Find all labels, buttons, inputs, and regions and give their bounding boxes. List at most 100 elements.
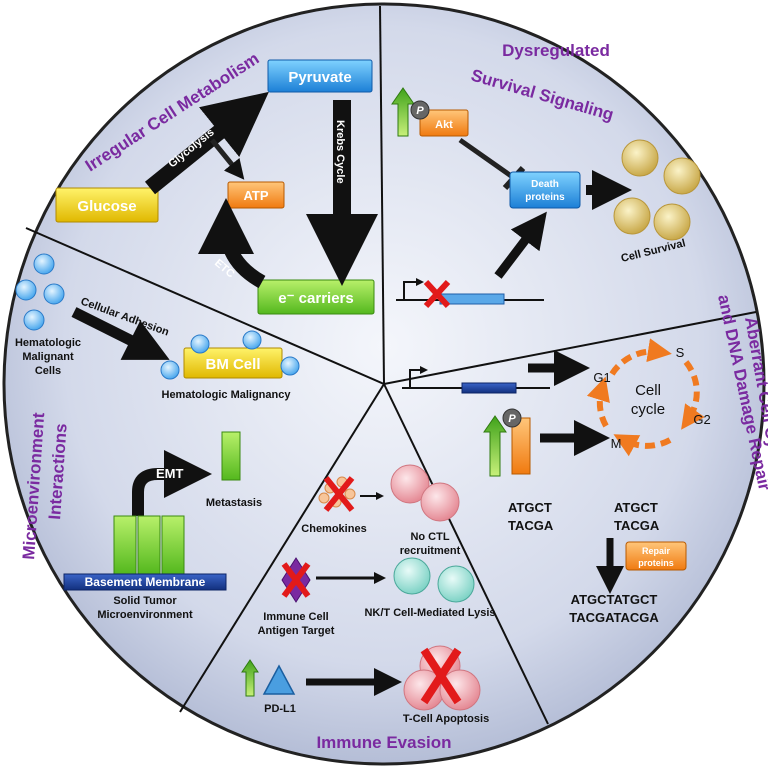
dna3-top: ATGCTATGCT — [571, 592, 658, 607]
emt-arrow — [132, 450, 212, 516]
bm-attached-cell — [280, 356, 300, 376]
gene-to-death-arrow — [494, 211, 547, 279]
survival-cell — [653, 203, 691, 241]
krebs-label: Krebs Cycle — [334, 120, 346, 184]
phase-m: M — [611, 436, 622, 451]
section-dividers — [25, 5, 757, 725]
gene-promoter-icon — [403, 278, 424, 300]
malignant-cell — [23, 309, 45, 331]
survival-cell — [621, 139, 659, 177]
akt-p-label: P — [416, 105, 424, 117]
nk-lysis-label: NK/T Cell-Mediated Lysis — [364, 607, 495, 619]
dna3-bottom: TACGATACGA — [569, 610, 659, 625]
death-proteins-line1: Death — [531, 179, 559, 190]
tumor-cell-box — [137, 515, 161, 575]
death-proteins-box — [509, 171, 581, 209]
dna2-bottom: TACGA — [614, 518, 660, 533]
akt-label: Akt — [435, 119, 453, 131]
antigen-x-icon — [281, 562, 311, 598]
tcell — [439, 669, 481, 711]
no-ctl-line2: recruitment — [400, 545, 461, 557]
nk-cell — [437, 565, 475, 603]
solid-tumor-line1: Solid Tumor — [113, 595, 177, 607]
malignant-cells-line2: Malignant — [22, 351, 74, 363]
malignant-cell — [15, 279, 37, 301]
pyruvate-box — [267, 59, 373, 93]
cycle-arc-s-g2 — [681, 360, 705, 430]
pdl1-label: PD-L1 — [264, 703, 296, 715]
section-cycling: Aberrant Cell Cycling and DNA Damage Rep… — [402, 293, 768, 625]
akt-inhibition-line — [458, 137, 516, 181]
malignant-cells-line3: Cells — [35, 365, 61, 377]
pdl1-upregulation-arrow-icon — [241, 659, 259, 697]
nk-cell — [393, 557, 431, 595]
death-proteins-line2: proteins — [525, 192, 565, 203]
glycolysis-arrow — [144, 91, 269, 195]
malignant-cell — [33, 253, 55, 275]
e-carriers-label: e⁻ carriers — [278, 290, 353, 307]
section-immune: Immune Evasion Chemokines No CTL recruit… — [241, 464, 496, 752]
bm-attached-cell — [190, 334, 210, 354]
dna1-top: ATGCT — [508, 500, 552, 515]
bm-attached-cell — [160, 360, 180, 380]
chemokine-x-icon — [323, 476, 355, 512]
tumor-cell-box — [161, 515, 185, 575]
tcell-x-icon — [420, 647, 462, 705]
cycle-promoter-icon — [409, 366, 428, 388]
emt-label: EMT — [156, 466, 184, 481]
cycle-p-label: P — [508, 413, 516, 425]
pyruvate-label: Pyruvate — [288, 69, 351, 86]
gene-block-x-icon — [423, 279, 451, 309]
akt-box — [419, 109, 469, 137]
adhesion-arrow — [71, 307, 170, 360]
metastasis-label: Metastasis — [206, 497, 262, 509]
chemokines-label: Chemokines — [301, 523, 366, 535]
dna2-top: ATGCT — [614, 500, 658, 515]
heme-malignancy-label: Hematologic Malignancy — [162, 389, 292, 401]
repair-proteins-line2: proteins — [638, 558, 674, 568]
bm-cell-label: BM Cell — [205, 356, 260, 373]
malignant-cell — [43, 283, 65, 305]
cell-cycle-label-line2: cycle — [631, 401, 665, 418]
ctl-cell — [420, 482, 460, 522]
pdl1-triangle-icon — [262, 664, 296, 695]
basement-membrane-bar — [63, 573, 227, 591]
no-ctl-line1: No CTL — [410, 531, 449, 543]
phase-g1: G1 — [593, 370, 610, 385]
etc-arrow — [198, 198, 266, 289]
antigen-line1: Immune Cell — [263, 611, 328, 623]
survival-cell — [663, 157, 701, 195]
immune-title: Immune Evasion — [316, 733, 451, 752]
tumor-cell-box — [113, 515, 137, 575]
phospho-badge-icon — [410, 100, 430, 120]
cycle-upregulation-arrow-icon — [483, 415, 507, 477]
survival-cell — [613, 197, 651, 235]
metastasis-cell-box — [221, 431, 241, 481]
upregulation-arrow-icon — [391, 87, 415, 137]
bm-attached-cell — [242, 330, 262, 350]
ctl-cell — [390, 464, 430, 504]
cycle-arc-g2-m — [613, 434, 672, 457]
repair-proteins-line1: Repair — [642, 546, 671, 556]
cycle-phospho-badge-icon — [502, 408, 522, 428]
chemokine-cluster-icon — [318, 476, 356, 508]
solid-tumor-line2: Microenvironment — [97, 609, 193, 621]
atp-label: ATP — [243, 188, 268, 203]
cycle-gene-block — [461, 382, 517, 394]
dna1-bottom: TACGA — [508, 518, 554, 533]
survival-title-line1: Dysregulated — [502, 41, 610, 60]
gene-block — [439, 293, 505, 305]
cycle-arc-g1-s — [609, 338, 672, 376]
phase-g2: G2 — [693, 412, 710, 427]
glycolysis-to-atp-arrow — [210, 138, 245, 180]
cell-cycle-label-line1: Cell — [635, 382, 661, 399]
repair-proteins-box — [625, 541, 687, 571]
tcell-apoptosis-label: T-Cell Apoptosis — [403, 713, 489, 725]
phase-s: S — [676, 345, 685, 360]
basement-membrane-label: Basement Membrane — [85, 575, 206, 589]
glucose-box — [55, 187, 159, 223]
antigen-line2: Antigen Target — [258, 625, 335, 637]
glucose-label: Glucose — [77, 198, 136, 215]
